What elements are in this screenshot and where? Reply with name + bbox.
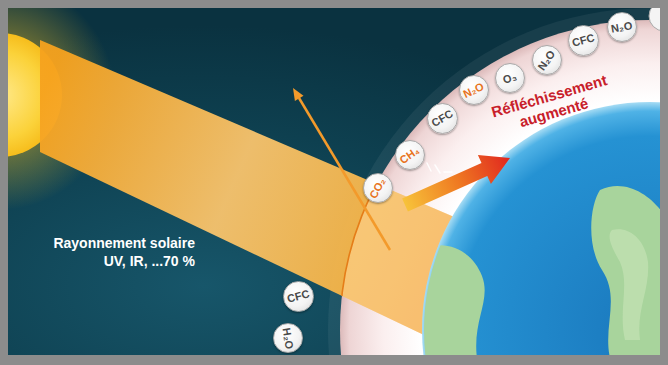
gas-formula: CFC [286,288,311,304]
gas-bubble: CFC [427,103,458,134]
gas-formula: H₂O [281,327,296,350]
gas-formula: O₃ [502,70,519,85]
gas-bubble: CH₄ [395,140,425,170]
gas-bubble: CFC [568,25,599,56]
gas-formula: N₂O [462,80,486,99]
gas-bubble: N₂O [532,45,562,75]
gas-bubble: N₂O [459,75,489,105]
gas-bubble-partial [649,8,660,31]
reflected-ray-head [293,88,304,101]
atmosphere-edge [340,20,660,355]
gas-formula: CO₂ [368,176,388,200]
gas-formula: N₂O [611,20,634,35]
gas-formula: N₂O [536,48,557,72]
gas-bubble: O₃ [495,63,525,93]
continent [410,245,485,355]
gas-formula: CFC [429,108,454,129]
gas-bubble: CO₂ [363,173,393,203]
gas-formula: CFC [571,32,596,48]
reflection-ticks [427,163,452,173]
continent-shade [610,229,649,340]
gas-bubble: CFC [283,281,314,312]
beam-in-atmosphere [40,40,480,345]
solar-beam [40,40,480,345]
radiation-caption: Rayonnement solaire UV, IR, ...70 % [40,234,195,270]
gas-bubble: N₂O [607,12,637,42]
gas-formula: CH₄ [398,144,422,165]
gas-bubble: H₂O [273,323,303,353]
continent [591,186,660,355]
